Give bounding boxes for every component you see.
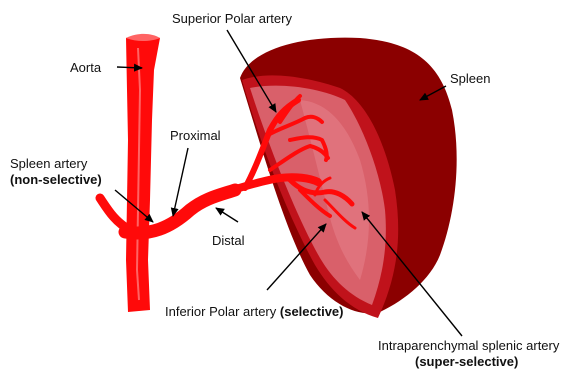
label-intraparenchymal: Intraparenchymal splenic artery [378,338,559,353]
arrow-distal [216,208,238,222]
label-inferior-polar-mode: (selective) [280,304,344,319]
label-spleen-artery-mode-text: (non-selective) [10,172,102,187]
label-proximal: Proximal [170,128,221,143]
aorta [126,34,160,312]
label-inferior-polar: Inferior Polar artery (selective) [165,304,343,319]
label-aorta: Aorta [70,60,101,75]
label-intraparenchymal-mode: (super-selective) [415,354,518,369]
label-inferior-polar-text: Inferior Polar artery [165,304,276,319]
label-superior-polar-artery: Superior Polar artery [172,11,292,26]
label-distal: Distal [212,233,245,248]
aorta-vessel [126,35,160,312]
label-spleen-artery: Spleen artery [10,156,87,171]
arrow-aorta [117,67,142,68]
label-spleen: Spleen [450,71,490,86]
splenic-artery-stub [100,198,130,230]
label-intraparenchymal-mode-text: (super-selective) [415,354,518,369]
label-spleen-artery-mode: (non-selective) [10,172,102,187]
